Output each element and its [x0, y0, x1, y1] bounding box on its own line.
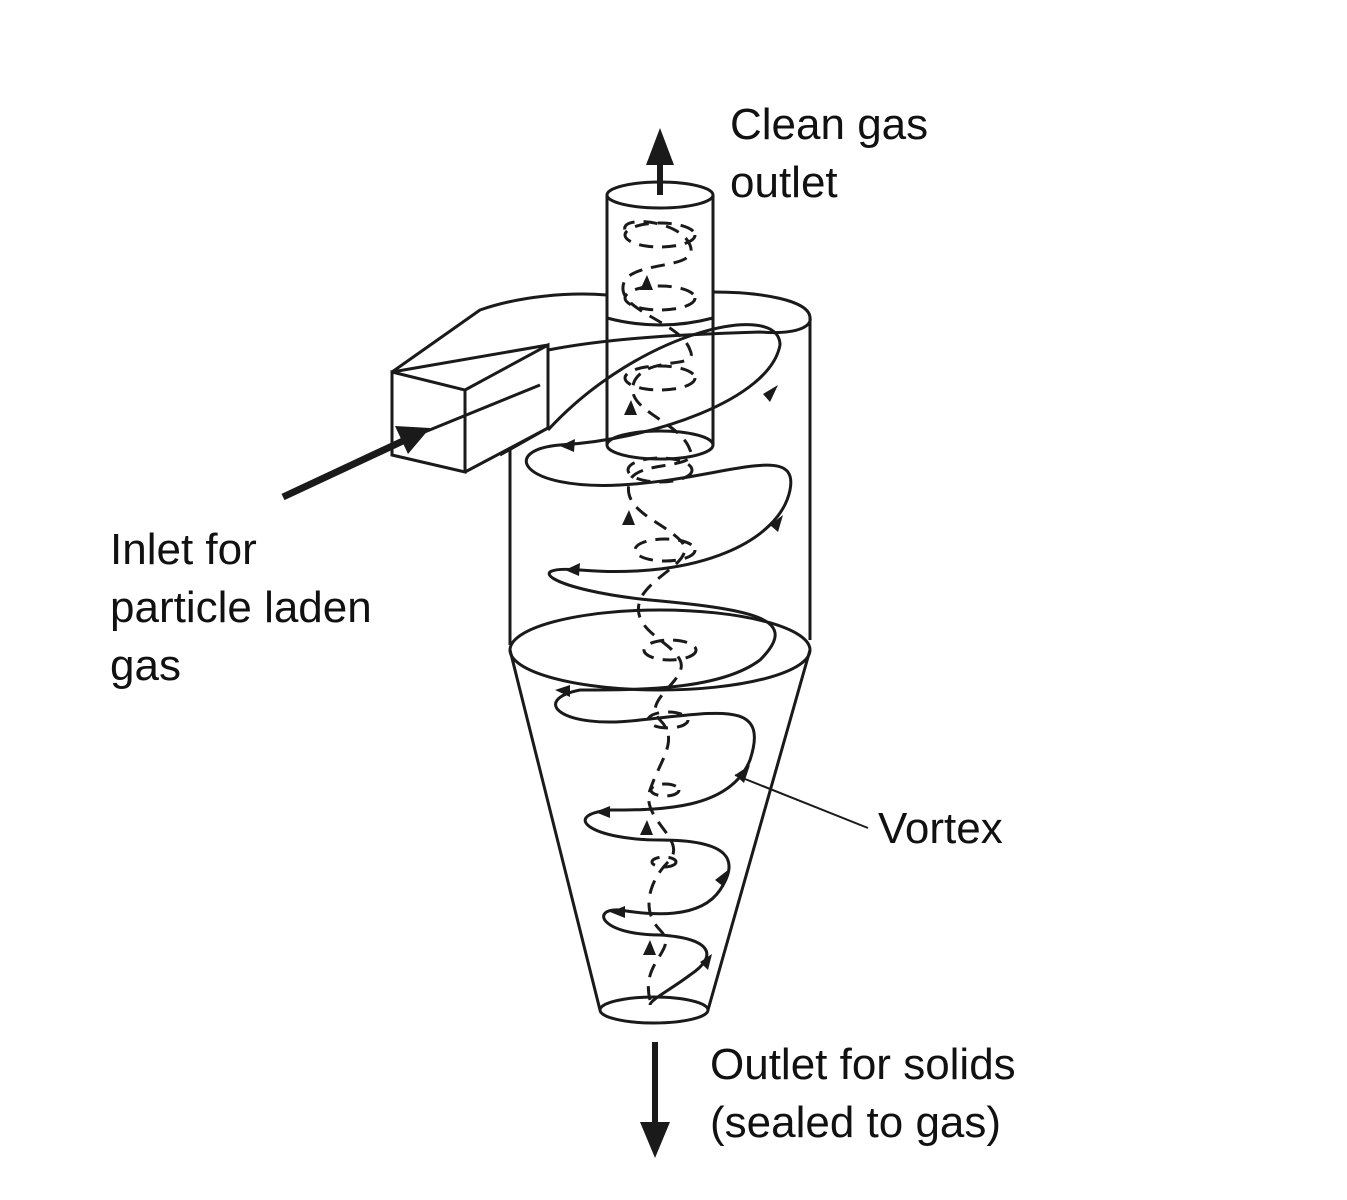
clean-gas-arrow [646, 128, 674, 195]
clean-gas-outlet-line-1: Clean gas [730, 100, 929, 149]
vortex-leader-line [734, 774, 869, 829]
inlet-label: Inlet for particle laden gas [110, 521, 372, 695]
outer-spiral-arrows [555, 385, 783, 970]
inlet-label-line-2: particle laden [110, 583, 372, 632]
clean-gas-outlet-label: Clean gas outlet [730, 96, 928, 212]
inlet-label-line-1: Inlet for [110, 525, 257, 574]
inlet-arrow [281, 383, 541, 501]
vortex-label-text: Vortex [878, 804, 1003, 853]
inlet-label-line-3: gas [110, 641, 181, 690]
clean-gas-outlet-line-2: outlet [730, 158, 838, 207]
inner-spiral-arrows [622, 275, 656, 955]
inlet-duct [390, 342, 550, 474]
inner-vortex-spiral [621, 220, 698, 1001]
cone [508, 649, 812, 1025]
solids-outlet-arrow [640, 1042, 670, 1158]
vortex-finder-pipe [605, 180, 715, 461]
cylinder-body [391, 290, 812, 692]
solids-outlet-line-1: Outlet for solids [710, 1040, 1016, 1089]
outer-vortex-spiral [524, 323, 793, 1006]
solids-outlet-line-2: (sealed to gas) [710, 1098, 1002, 1147]
solids-outlet-label: Outlet for solids (sealed to gas) [710, 1036, 1016, 1152]
vortex-label: Vortex [878, 800, 1003, 858]
